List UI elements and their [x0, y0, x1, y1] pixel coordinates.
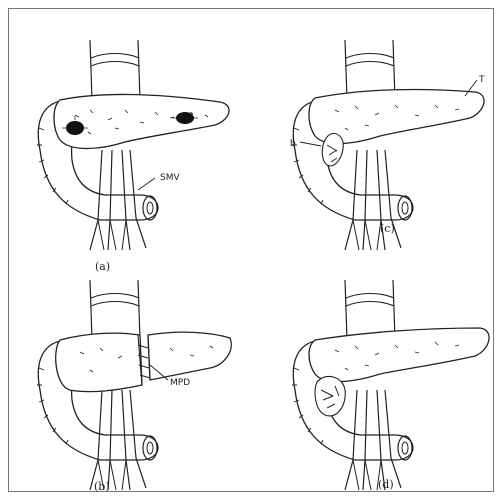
smv-annotation: SMV — [160, 173, 180, 183]
panel-c-label: (c) — [380, 222, 395, 235]
t-annotation: T — [478, 75, 485, 85]
panel-d — [292, 280, 489, 490]
panel-a — [37, 40, 229, 250]
b-annotation: b — [290, 139, 296, 149]
panel-b — [37, 280, 231, 490]
lesion-head — [66, 121, 84, 135]
mpd-annotation: MPD — [170, 378, 190, 388]
lesion-tail — [176, 112, 194, 124]
panel-b-label: (b) — [94, 480, 110, 493]
panel-d-label: (d) — [378, 478, 394, 491]
panel-c — [292, 40, 484, 250]
panel-a-label: (a) — [95, 260, 110, 273]
